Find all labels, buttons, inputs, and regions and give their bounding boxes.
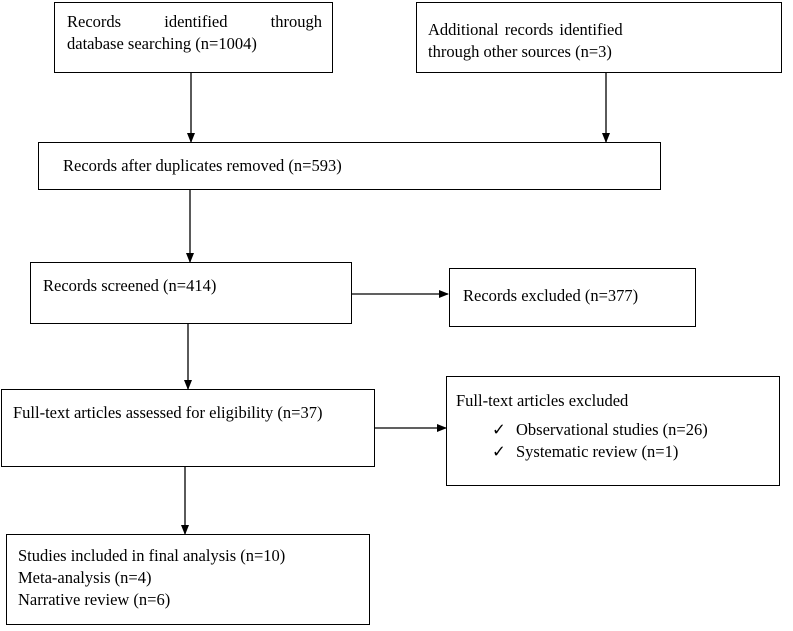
box-full-text-assessed: Full-text articles assessed for eligibil… (1, 389, 375, 467)
full-text-excluded-title: Full-text articles excluded (456, 391, 629, 410)
excluded-item-text: Observational studies (n=26) (516, 420, 708, 439)
box-duplicates-removed: Records after duplicates removed (n=593) (38, 142, 661, 190)
box-records-excluded: Records excluded (n=377) (449, 268, 696, 327)
full-text-assessed-text: Full-text articles assessed for eligibil… (13, 403, 323, 422)
check-icon: ✓ (492, 420, 506, 439)
box-other-sources: Additional records identified through ot… (416, 2, 782, 73)
included-line3: Narrative review (n=6) (18, 590, 171, 609)
box-studies-included: Studies included in final analysis (n=10… (6, 534, 370, 625)
box-database-search: Records identified through database sear… (54, 2, 333, 73)
database-search-line2: database searching (n=1004) (67, 34, 257, 53)
database-search-line1: Records identified through (67, 12, 322, 31)
excluded-item: ✓ Systematic review (n=1) (456, 441, 779, 463)
included-line1: Studies included in final analysis (n=10… (18, 546, 286, 565)
other-sources-line2: through other sources (n=3) (428, 42, 612, 61)
excluded-item: ✓ Observational studies (n=26) (456, 419, 779, 441)
box-records-screened: Records screened (n=414) (30, 262, 352, 324)
records-screened-text: Records screened (n=414) (43, 276, 217, 295)
other-sources-line1: Additional records identified (428, 20, 623, 39)
included-line2: Meta-analysis (n=4) (18, 568, 152, 587)
duplicates-removed-text: Records after duplicates removed (n=593) (63, 156, 342, 175)
records-excluded-text: Records excluded (n=377) (463, 286, 639, 305)
box-full-text-excluded: Full-text articles excluded ✓ Observation… (446, 376, 780, 486)
check-icon: ✓ (492, 442, 506, 461)
excluded-item-text: Systematic review (n=1) (516, 442, 679, 461)
